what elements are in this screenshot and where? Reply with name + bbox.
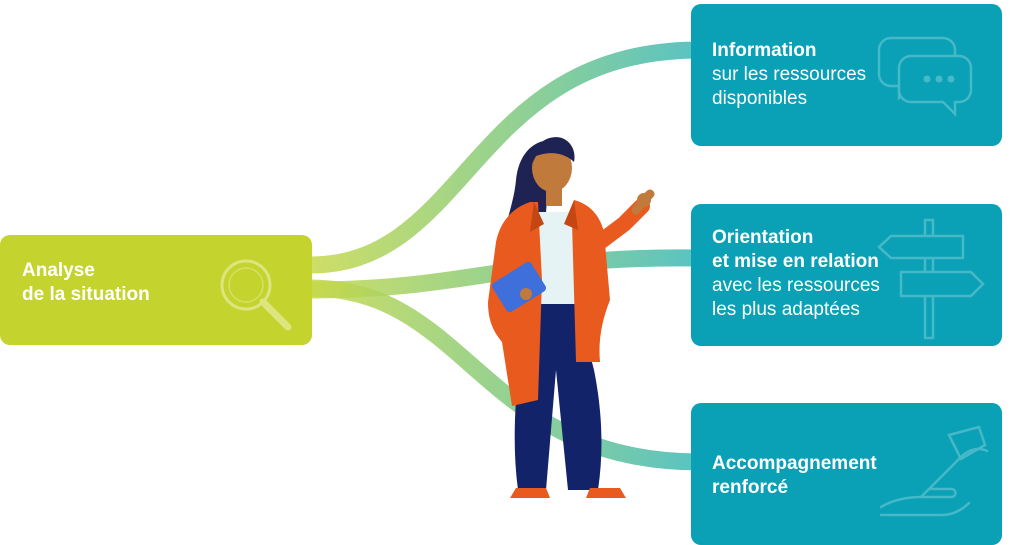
orientation-title-line2: et mise en relation bbox=[712, 251, 879, 272]
information-label: Information sur les ressources disponibl… bbox=[712, 39, 866, 111]
information-line2: disponibles bbox=[712, 88, 808, 109]
analysis-box: Analyse de la situation bbox=[0, 235, 312, 345]
signpost-icon bbox=[877, 218, 985, 340]
information-title: Information bbox=[712, 40, 817, 61]
information-line1: sur les ressources bbox=[712, 64, 867, 85]
orientation-line1: avec les ressources bbox=[712, 275, 880, 296]
helping-hand-icon bbox=[879, 425, 989, 517]
flow-to-accompagnement bbox=[309, 279, 701, 471]
orientation-line2: les plus adaptées bbox=[712, 299, 860, 320]
accompagnement-box: Accompagnement renforcé bbox=[691, 403, 1002, 545]
accompagnement-title-line1: Accompagnement bbox=[712, 453, 877, 474]
information-box: Information sur les ressources disponibl… bbox=[691, 4, 1002, 146]
analysis-title-line1: Analyse bbox=[22, 260, 95, 281]
speech-bubbles-icon bbox=[877, 36, 973, 118]
accompagnement-label: Accompagnement renforcé bbox=[712, 452, 877, 500]
woman-pointing-illustration bbox=[488, 137, 655, 498]
magnifier-icon bbox=[220, 259, 292, 331]
orientation-box: Orientation et mise en relation avec les… bbox=[691, 204, 1002, 346]
orientation-title-line1: Orientation bbox=[712, 227, 814, 248]
flow-to-information bbox=[309, 41, 701, 274]
orientation-label: Orientation et mise en relation avec les… bbox=[712, 226, 880, 322]
accompagnement-title-line2: renforcé bbox=[712, 477, 789, 498]
analysis-title-line2: de la situation bbox=[22, 284, 150, 305]
analysis-label: Analyse de la situation bbox=[22, 259, 150, 307]
